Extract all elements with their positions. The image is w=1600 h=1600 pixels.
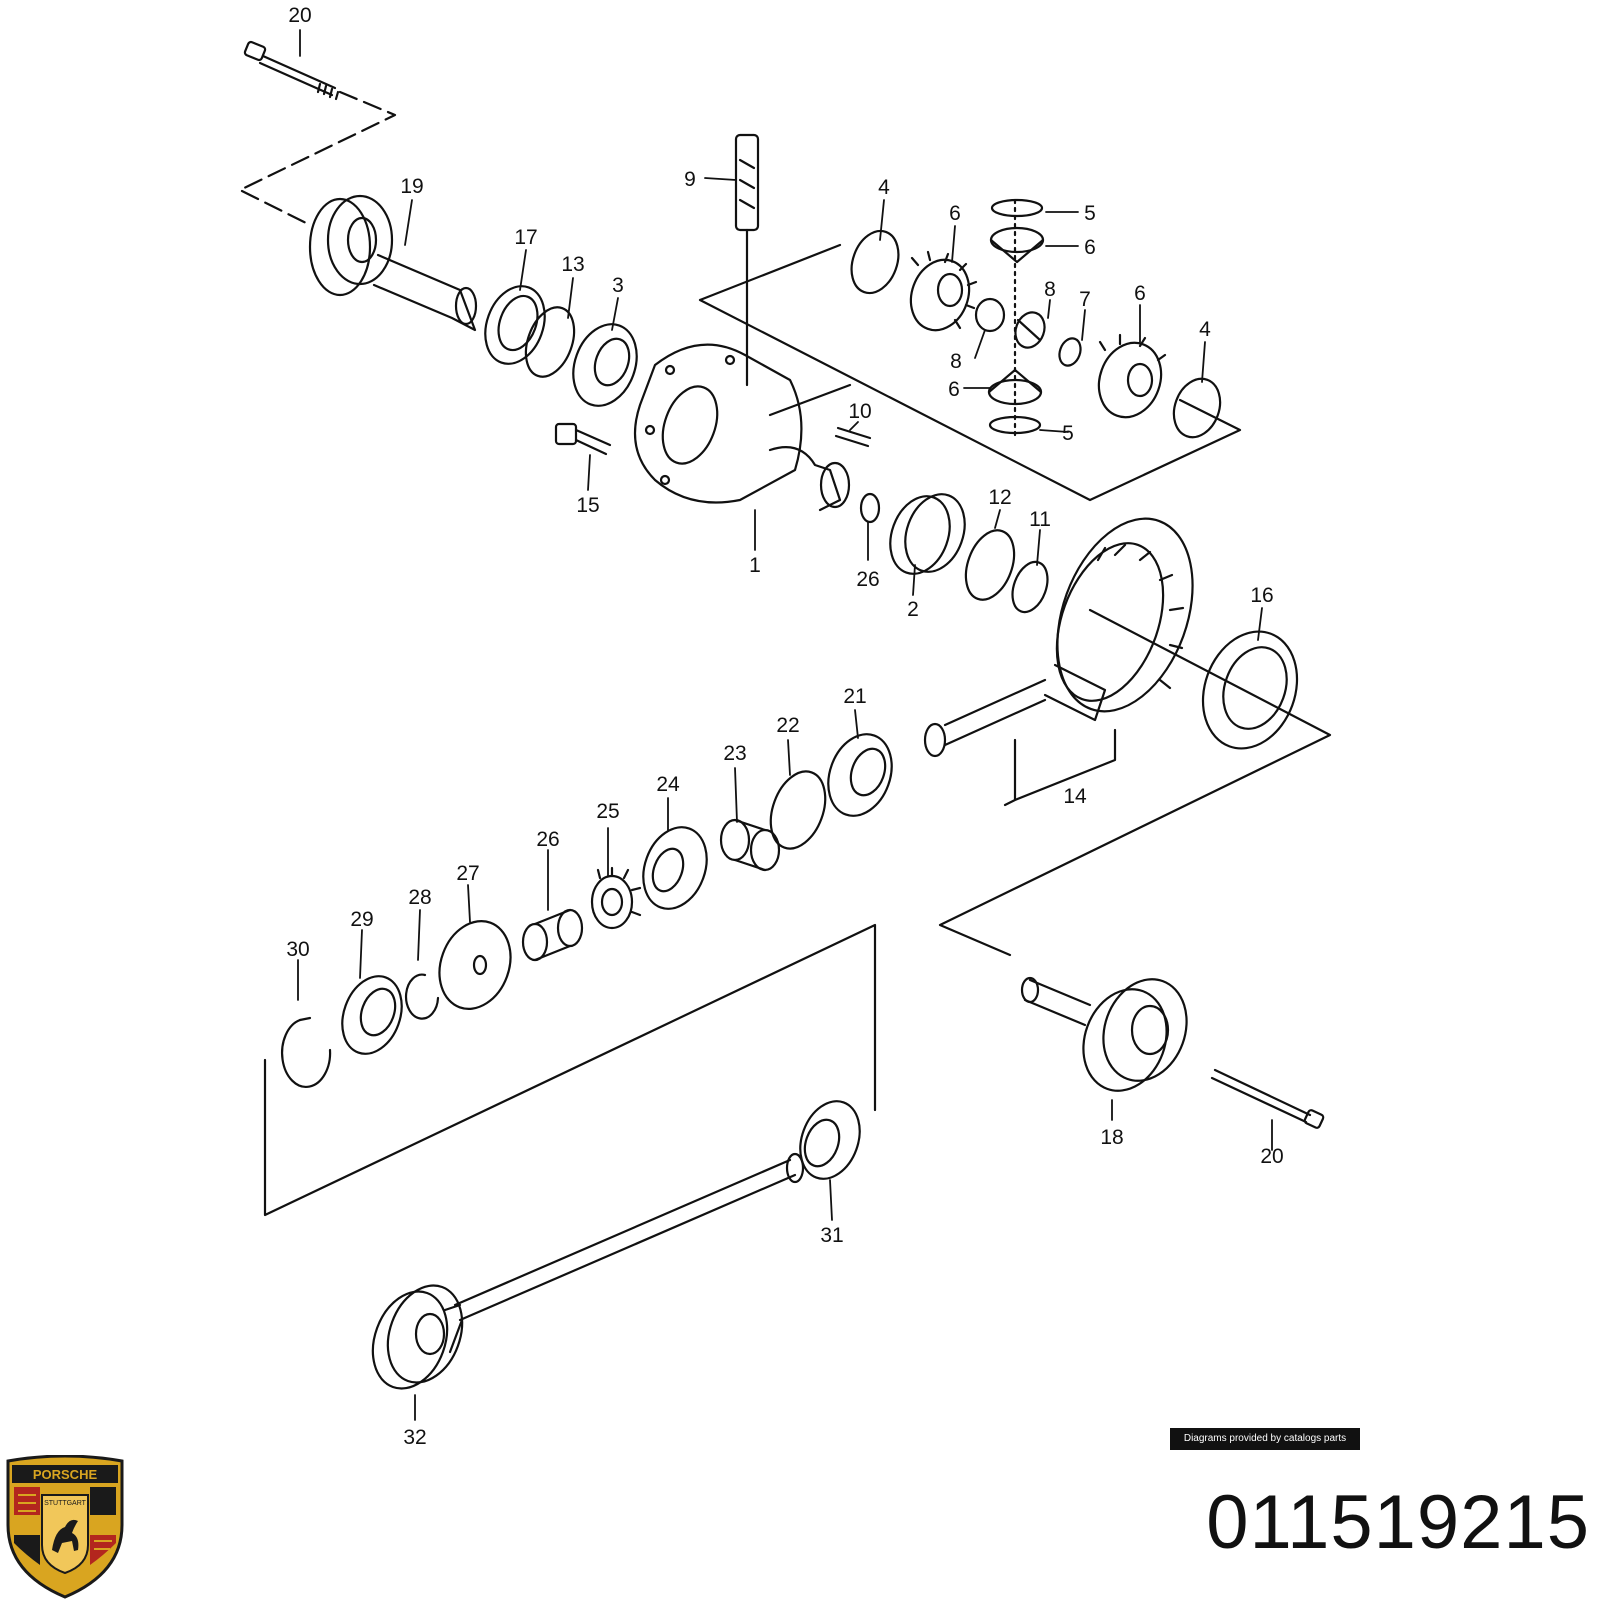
callout-22: 22 bbox=[776, 714, 799, 737]
ring-13 bbox=[524, 306, 576, 378]
callout-2: 2 bbox=[907, 598, 919, 621]
callout-20-top: 20 bbox=[288, 4, 311, 27]
callout-25: 25 bbox=[596, 800, 619, 823]
bush-8-right bbox=[1014, 311, 1046, 349]
callout-4-left: 4 bbox=[878, 176, 890, 199]
callout-24: 24 bbox=[656, 773, 680, 796]
differential-housing-1 bbox=[633, 343, 851, 512]
callout-6-left: 6 bbox=[949, 202, 961, 225]
pin-9 bbox=[734, 133, 760, 387]
side-gear-6-right bbox=[1097, 333, 1167, 419]
callout-8-upper: 8 bbox=[1044, 278, 1056, 301]
guide-bracket-14 bbox=[1003, 728, 1117, 807]
disc-27 bbox=[438, 920, 512, 1010]
pinion-gear-6-top bbox=[989, 226, 1045, 264]
thrust-washer-4-right bbox=[1172, 377, 1222, 439]
pin-10 bbox=[834, 426, 872, 448]
callout-20-right: 20 bbox=[1260, 1145, 1283, 1168]
callout-5-bottom: 5 bbox=[1062, 422, 1074, 445]
callout-labels: 20 19 17 13 3 9 4 6 5 6 8 7 6 4 8 6 5 10… bbox=[286, 4, 1283, 1449]
callout-23: 23 bbox=[723, 742, 746, 765]
guide-line-flange-19 bbox=[238, 90, 397, 227]
callout-10: 10 bbox=[848, 400, 871, 423]
circlip-30 bbox=[281, 1016, 332, 1088]
callout-17: 17 bbox=[514, 226, 537, 249]
callout-4-right: 4 bbox=[1199, 318, 1211, 341]
axle-shaft-32 bbox=[371, 1152, 805, 1390]
screw-15 bbox=[554, 422, 612, 456]
callout-26-upper: 26 bbox=[856, 568, 879, 591]
washer-7 bbox=[1058, 337, 1082, 367]
callout-1: 1 bbox=[749, 554, 761, 577]
callout-31: 31 bbox=[820, 1224, 843, 1247]
bush-8-upper bbox=[974, 297, 1006, 333]
callout-5-top: 5 bbox=[1084, 202, 1096, 225]
crest-wordmark: PORSCHE bbox=[33, 1467, 98, 1482]
leader-lines bbox=[297, 29, 1273, 1421]
flange-shaft-18 bbox=[1020, 976, 1188, 1092]
ring-12 bbox=[964, 529, 1016, 601]
ring-11 bbox=[1011, 560, 1049, 614]
crest-city: STUTTGART bbox=[44, 1500, 87, 1507]
callout-6-right: 6 bbox=[1134, 282, 1146, 305]
thrust-washer-5-top bbox=[990, 198, 1044, 218]
thrust-washer-4-left bbox=[850, 229, 900, 295]
gear-25 bbox=[590, 866, 642, 930]
callout-11: 11 bbox=[1029, 508, 1051, 531]
callout-19: 19 bbox=[400, 175, 423, 198]
bearing-21 bbox=[827, 733, 893, 817]
side-gear-6-left bbox=[909, 250, 978, 332]
sleeve-23 bbox=[719, 818, 781, 872]
bearing-3 bbox=[572, 323, 638, 407]
callout-8-lower: 8 bbox=[950, 350, 962, 373]
callout-30: 30 bbox=[286, 938, 309, 961]
part-number: 011519215 bbox=[1206, 1480, 1590, 1565]
callout-6-bottom: 6 bbox=[948, 378, 960, 401]
callout-7: 7 bbox=[1079, 288, 1091, 311]
callout-18: 18 bbox=[1100, 1126, 1123, 1149]
guide-frame-differential-gears bbox=[698, 243, 1242, 502]
bearing-29 bbox=[341, 975, 403, 1055]
callout-15: 15 bbox=[576, 494, 599, 517]
bolt-20-right bbox=[1210, 1068, 1325, 1129]
circlip-28 bbox=[404, 973, 440, 1020]
sleeve-26-lower bbox=[521, 908, 584, 962]
ring-gear-pinion-14 bbox=[923, 517, 1194, 758]
porsche-crest-logo: PORSCHE STUTTGART bbox=[6, 1455, 124, 1599]
callout-14: 14 bbox=[1063, 785, 1087, 808]
seal-17 bbox=[484, 285, 546, 365]
bearing-24 bbox=[642, 826, 708, 910]
callout-32: 32 bbox=[403, 1426, 426, 1449]
guide-frame-axle-31 bbox=[263, 923, 877, 1217]
seal-16 bbox=[1201, 630, 1299, 750]
callout-6-top: 6 bbox=[1084, 236, 1096, 259]
callout-9: 9 bbox=[684, 168, 696, 191]
callout-29: 29 bbox=[350, 908, 373, 931]
callout-27: 27 bbox=[456, 862, 479, 885]
callout-21: 21 bbox=[843, 685, 866, 708]
flange-shaft-19 bbox=[308, 194, 478, 332]
callout-28: 28 bbox=[408, 886, 431, 909]
callout-12: 12 bbox=[988, 486, 1011, 509]
ring-22 bbox=[769, 770, 827, 850]
guide-line-ring-gear bbox=[768, 383, 1332, 957]
bearing-2 bbox=[889, 493, 966, 575]
bolt-20-top bbox=[243, 40, 340, 101]
callout-13: 13 bbox=[561, 253, 584, 276]
diagram-credit: Diagrams provided by catalogs parts bbox=[1170, 1428, 1360, 1450]
seal-31 bbox=[799, 1100, 861, 1180]
callout-3: 3 bbox=[612, 274, 624, 297]
callout-16: 16 bbox=[1250, 584, 1273, 607]
callout-26-lower: 26 bbox=[536, 828, 559, 851]
washer-26-upper bbox=[859, 492, 881, 524]
